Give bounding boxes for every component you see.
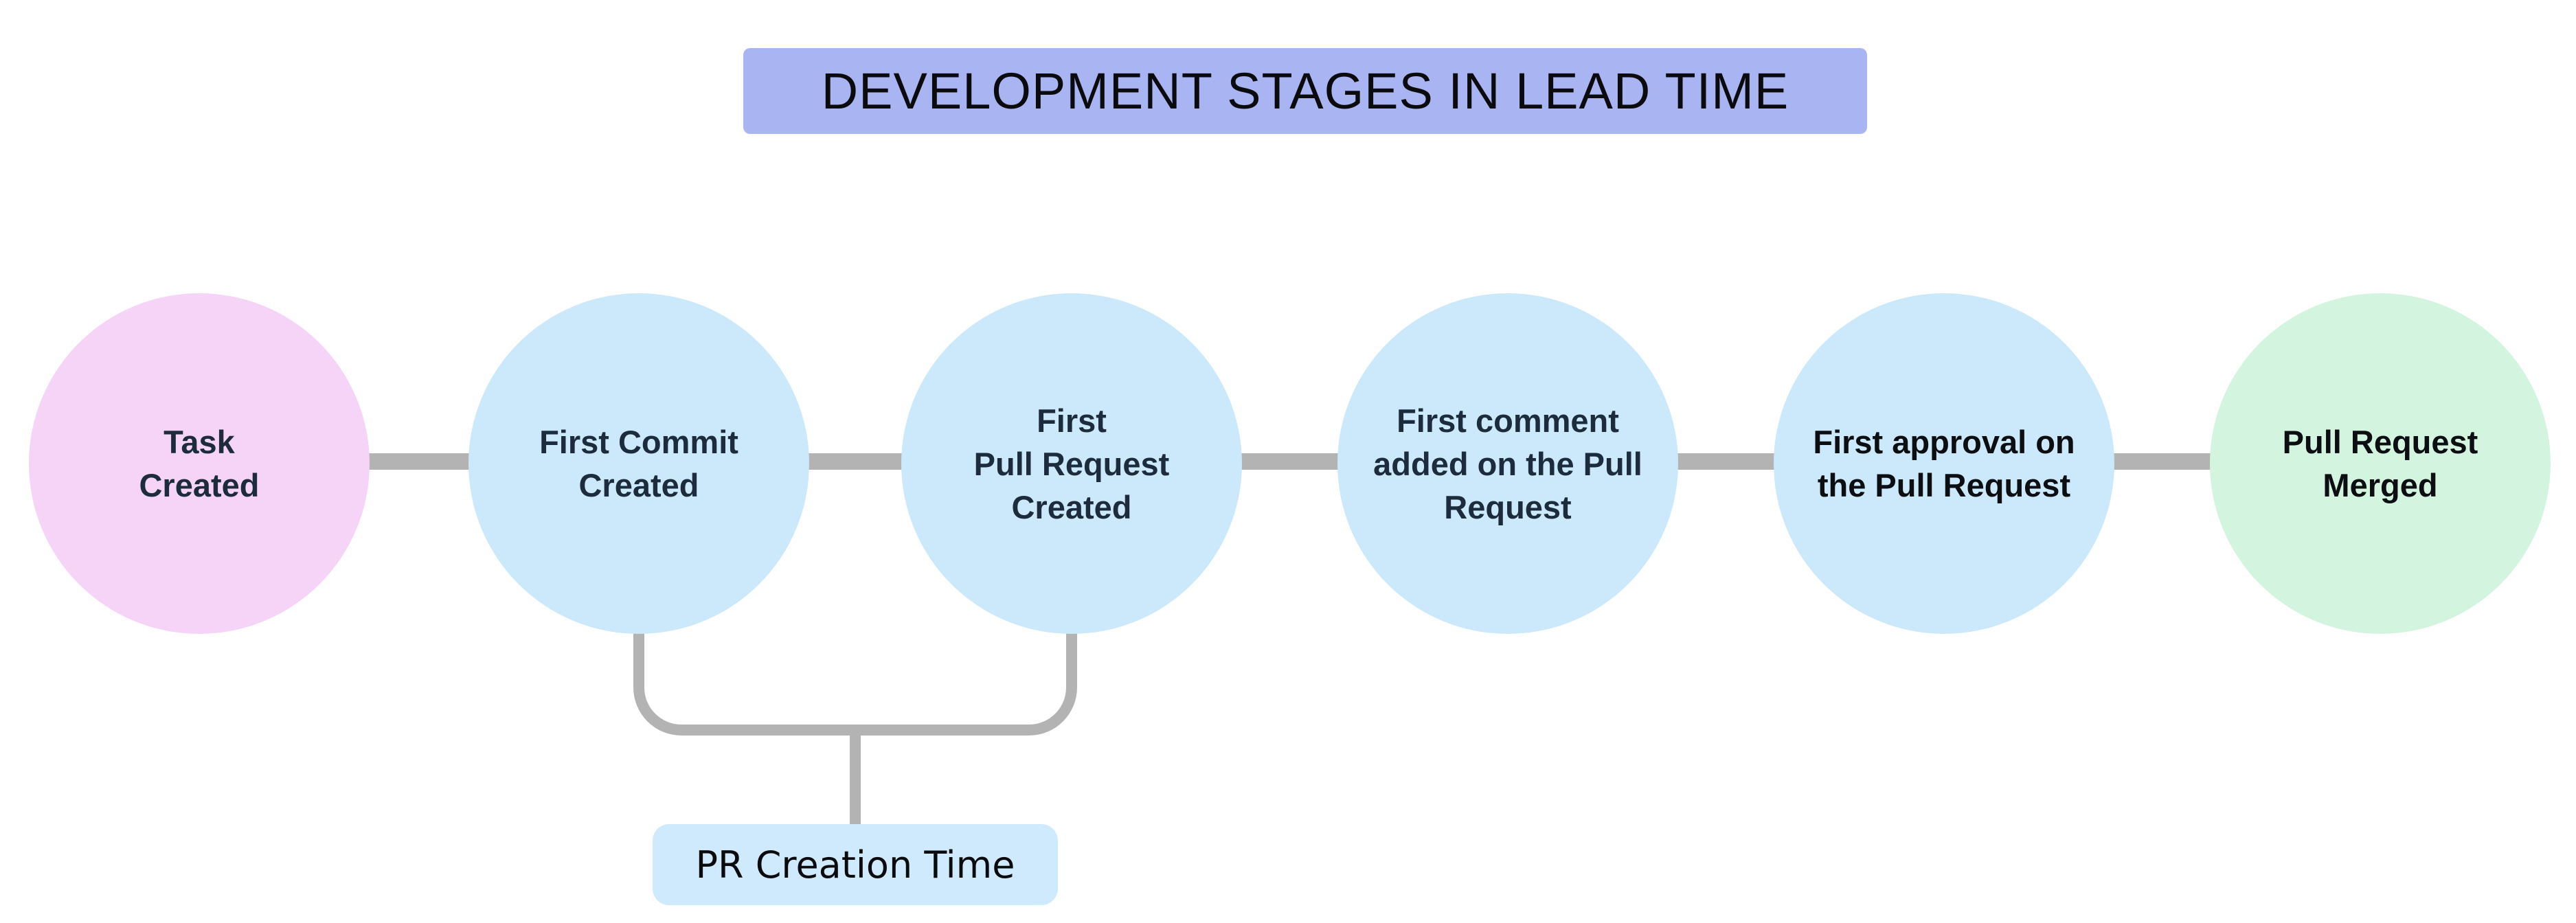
stage-node-first-approval: First approval on the Pull Request [1774, 293, 2114, 634]
stage-label: Pull Request Merged [2282, 424, 2478, 503]
stage-label: First Commit Created [539, 424, 738, 503]
pr-creation-time-badge: PR Creation Time [653, 824, 1058, 905]
connector-line [1235, 453, 1344, 470]
pr-creation-time-bracket-stem [850, 736, 861, 826]
stage-label: Task Created [139, 424, 260, 503]
stage-node-pull-request-merged: Pull Request Merged [2210, 293, 2551, 634]
stage-node-first-commit-created: First Commit Created [468, 293, 809, 634]
pr-creation-time-label: PR Creation Time [695, 843, 1015, 887]
connector-line [802, 453, 908, 470]
stage-node-task-created: Task Created [29, 293, 370, 634]
stage-node-first-pull-request-created: First Pull Request Created [901, 293, 1242, 634]
stage-label: First Pull Request Created [973, 402, 1170, 525]
connector-line [363, 453, 475, 470]
diagram-title: DEVELOPMENT STAGES IN LEAD TIME [743, 48, 1867, 134]
connector-line [1671, 453, 1781, 470]
connector-line [2108, 453, 2217, 470]
stage-node-first-comment-added: First comment added on the Pull Request [1337, 293, 1678, 634]
pr-creation-time-bracket [633, 628, 1077, 736]
stage-label: First approval on the Pull Request [1813, 424, 2075, 503]
stage-label: First comment added on the Pull Request [1373, 402, 1642, 525]
